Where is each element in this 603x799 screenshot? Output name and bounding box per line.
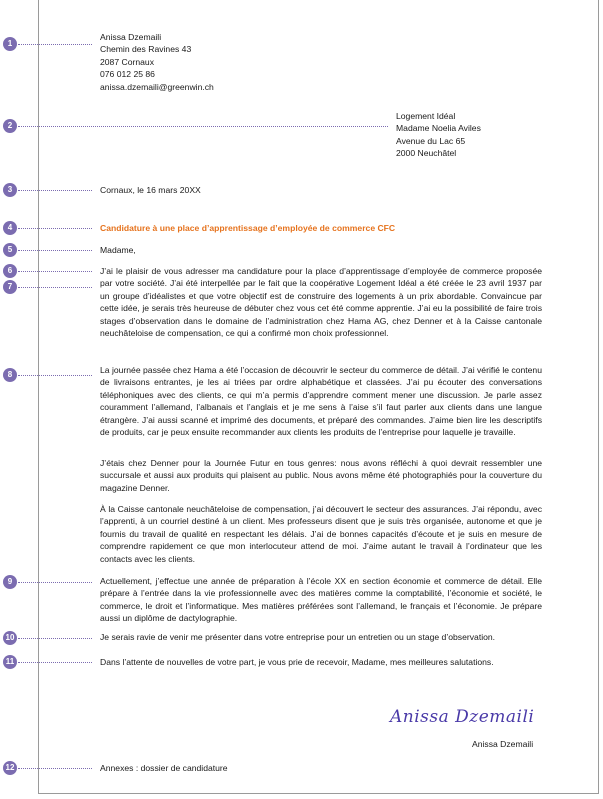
paragraph-hama: La journée passée chez Hama a été l’occa… (100, 365, 542, 438)
leader-4 (18, 228, 92, 229)
place-date: Cornaux, le 16 mars 20XX (100, 185, 201, 195)
paragraph-caisse: À la Caisse cantonale neuchâteloise de c… (100, 504, 542, 564)
marker-11: 11 (3, 655, 17, 669)
sender-block: Anissa Dzemaili Chemin des Ravines 43 20… (100, 31, 214, 93)
leader-1 (18, 44, 92, 45)
recipient-company: Logement Idéal (396, 111, 456, 121)
salutation: Madame, (100, 245, 136, 255)
leader-7 (18, 287, 92, 288)
leader-10 (18, 638, 92, 639)
recipient-street: Avenue du Lac 65 (396, 135, 466, 146)
leader-12 (18, 768, 92, 769)
marker-1: 1 (3, 37, 17, 51)
letter-page (38, 0, 599, 794)
marker-3: 3 (3, 183, 17, 197)
leader-2 (18, 126, 388, 127)
recipient-contact: Madame Noelia Aviles (396, 123, 481, 134)
marker-9: 9 (3, 575, 17, 589)
sender-street: Chemin des Ravines 43 (100, 44, 192, 55)
marker-2: 2 (3, 119, 17, 133)
marker-12: 12 (3, 761, 17, 775)
annexes-line: Annexes : dossier de candidature (100, 763, 228, 773)
marker-10: 10 (3, 631, 17, 645)
handwritten-signature: Anissa Dzemaili (390, 707, 535, 727)
marker-6: 6 (3, 264, 17, 278)
leader-5 (18, 250, 92, 251)
leader-8 (18, 375, 92, 376)
marker-4: 4 (3, 221, 17, 235)
paragraph-school: Actuellement, j’effectue une année de pr… (100, 576, 542, 624)
paragraph-closing: Dans l’attente de nouvelles de votre par… (100, 657, 494, 667)
leader-9 (18, 582, 92, 583)
leader-11 (18, 662, 92, 663)
leader-6 (18, 271, 92, 272)
signature-name: Anissa Dzemaili (472, 739, 534, 749)
marker-5: 5 (3, 243, 17, 257)
marker-7: 7 (3, 280, 17, 294)
sender-city: 2087 Cornaux (100, 56, 154, 67)
leader-3 (18, 190, 92, 191)
recipient-block: Logement Idéal Madame Noelia Aviles Aven… (396, 110, 481, 160)
subject-line: Candidature à une place d’apprentissage … (100, 223, 396, 233)
sender-phone: 076 012 25 86 (100, 69, 155, 80)
paragraph-denner: J’étais chez Denner pour la Journée Futu… (100, 458, 542, 493)
paragraph-intro: J’ai le plaisir de vous adresser ma cand… (100, 266, 542, 339)
sender-name: Anissa Dzemaili (100, 32, 162, 42)
recipient-city: 2000 Neuchâtel (396, 148, 457, 159)
marker-8: 8 (3, 368, 17, 382)
sender-email: anissa.dzemaili@greenwin.ch (100, 81, 214, 92)
paragraph-interview: Je serais ravie de venir me présenter da… (100, 632, 496, 642)
